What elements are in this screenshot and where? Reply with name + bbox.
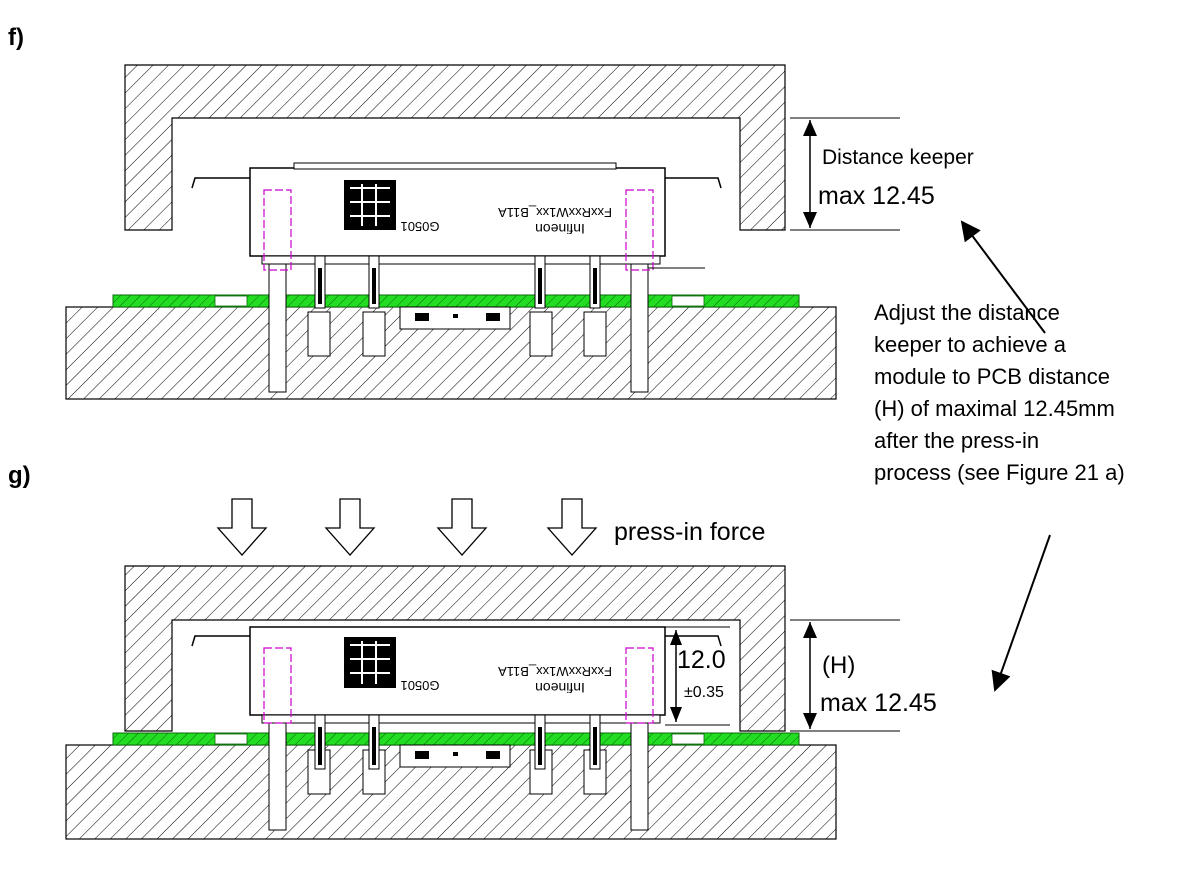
press-force-arrows: press-in force	[216, 498, 765, 556]
note-line-3: module to PCB distance	[874, 364, 1110, 389]
note-arrow-up	[960, 220, 1046, 334]
module-height-value: 12.0	[677, 646, 726, 674]
press-force-label: press-in force	[614, 518, 765, 546]
module-brand: Infineon	[535, 221, 585, 237]
h-value: max 12.45	[820, 689, 937, 717]
power-module-g	[249, 626, 666, 716]
module-code: G0501	[400, 219, 439, 234]
figure-f-dimension: Distance keeper max 12.45	[790, 117, 974, 231]
force-arrow-2	[324, 498, 376, 556]
force-arrow-3	[436, 498, 488, 556]
distance-keeper-value: max 12.45	[818, 182, 935, 210]
note-arrow-down	[991, 534, 1051, 692]
note-line-6: process (see Figure 21 a)	[874, 460, 1125, 485]
figure-g-dimension: (H) max 12.45	[790, 619, 937, 732]
h-label: (H)	[822, 652, 855, 679]
note-line-2: keeper to achieve a	[874, 332, 1067, 357]
note-line-1: Adjust the distance	[874, 300, 1060, 325]
base-plate	[65, 306, 837, 400]
module-height-tolerance: ±0.35	[684, 684, 724, 701]
force-arrow-4	[546, 498, 598, 556]
force-arrow-1	[216, 498, 268, 556]
module-code-g: G0501	[400, 678, 439, 693]
upper-press-tool	[124, 64, 786, 231]
adjustment-note: Adjust the distance keeper to achieve a …	[874, 220, 1125, 692]
note-line-4: (H) of maximal 12.45mm	[874, 396, 1115, 421]
figure-f-fixture: FxxRxxW1xx_B11A Infineon G0501	[65, 64, 837, 400]
module-part-number-g: FxxRxxW1xx_B11A	[498, 664, 612, 679]
upper-press-tool-g	[124, 565, 786, 732]
figure-g-fixture: FxxRxxW1xx_B11A Infineon G0501	[65, 565, 837, 840]
figure-g-label: g)	[8, 462, 31, 489]
module-height-dimension: 12.0 ±0.35	[665, 626, 730, 726]
module-brand-g: Infineon	[535, 680, 585, 696]
note-line-5: after the press-in	[874, 428, 1039, 453]
distance-keeper-label: Distance keeper	[822, 146, 974, 169]
figure-f-label: f)	[8, 24, 24, 51]
module-part-number: FxxRxxW1xx_B11A	[498, 205, 612, 220]
